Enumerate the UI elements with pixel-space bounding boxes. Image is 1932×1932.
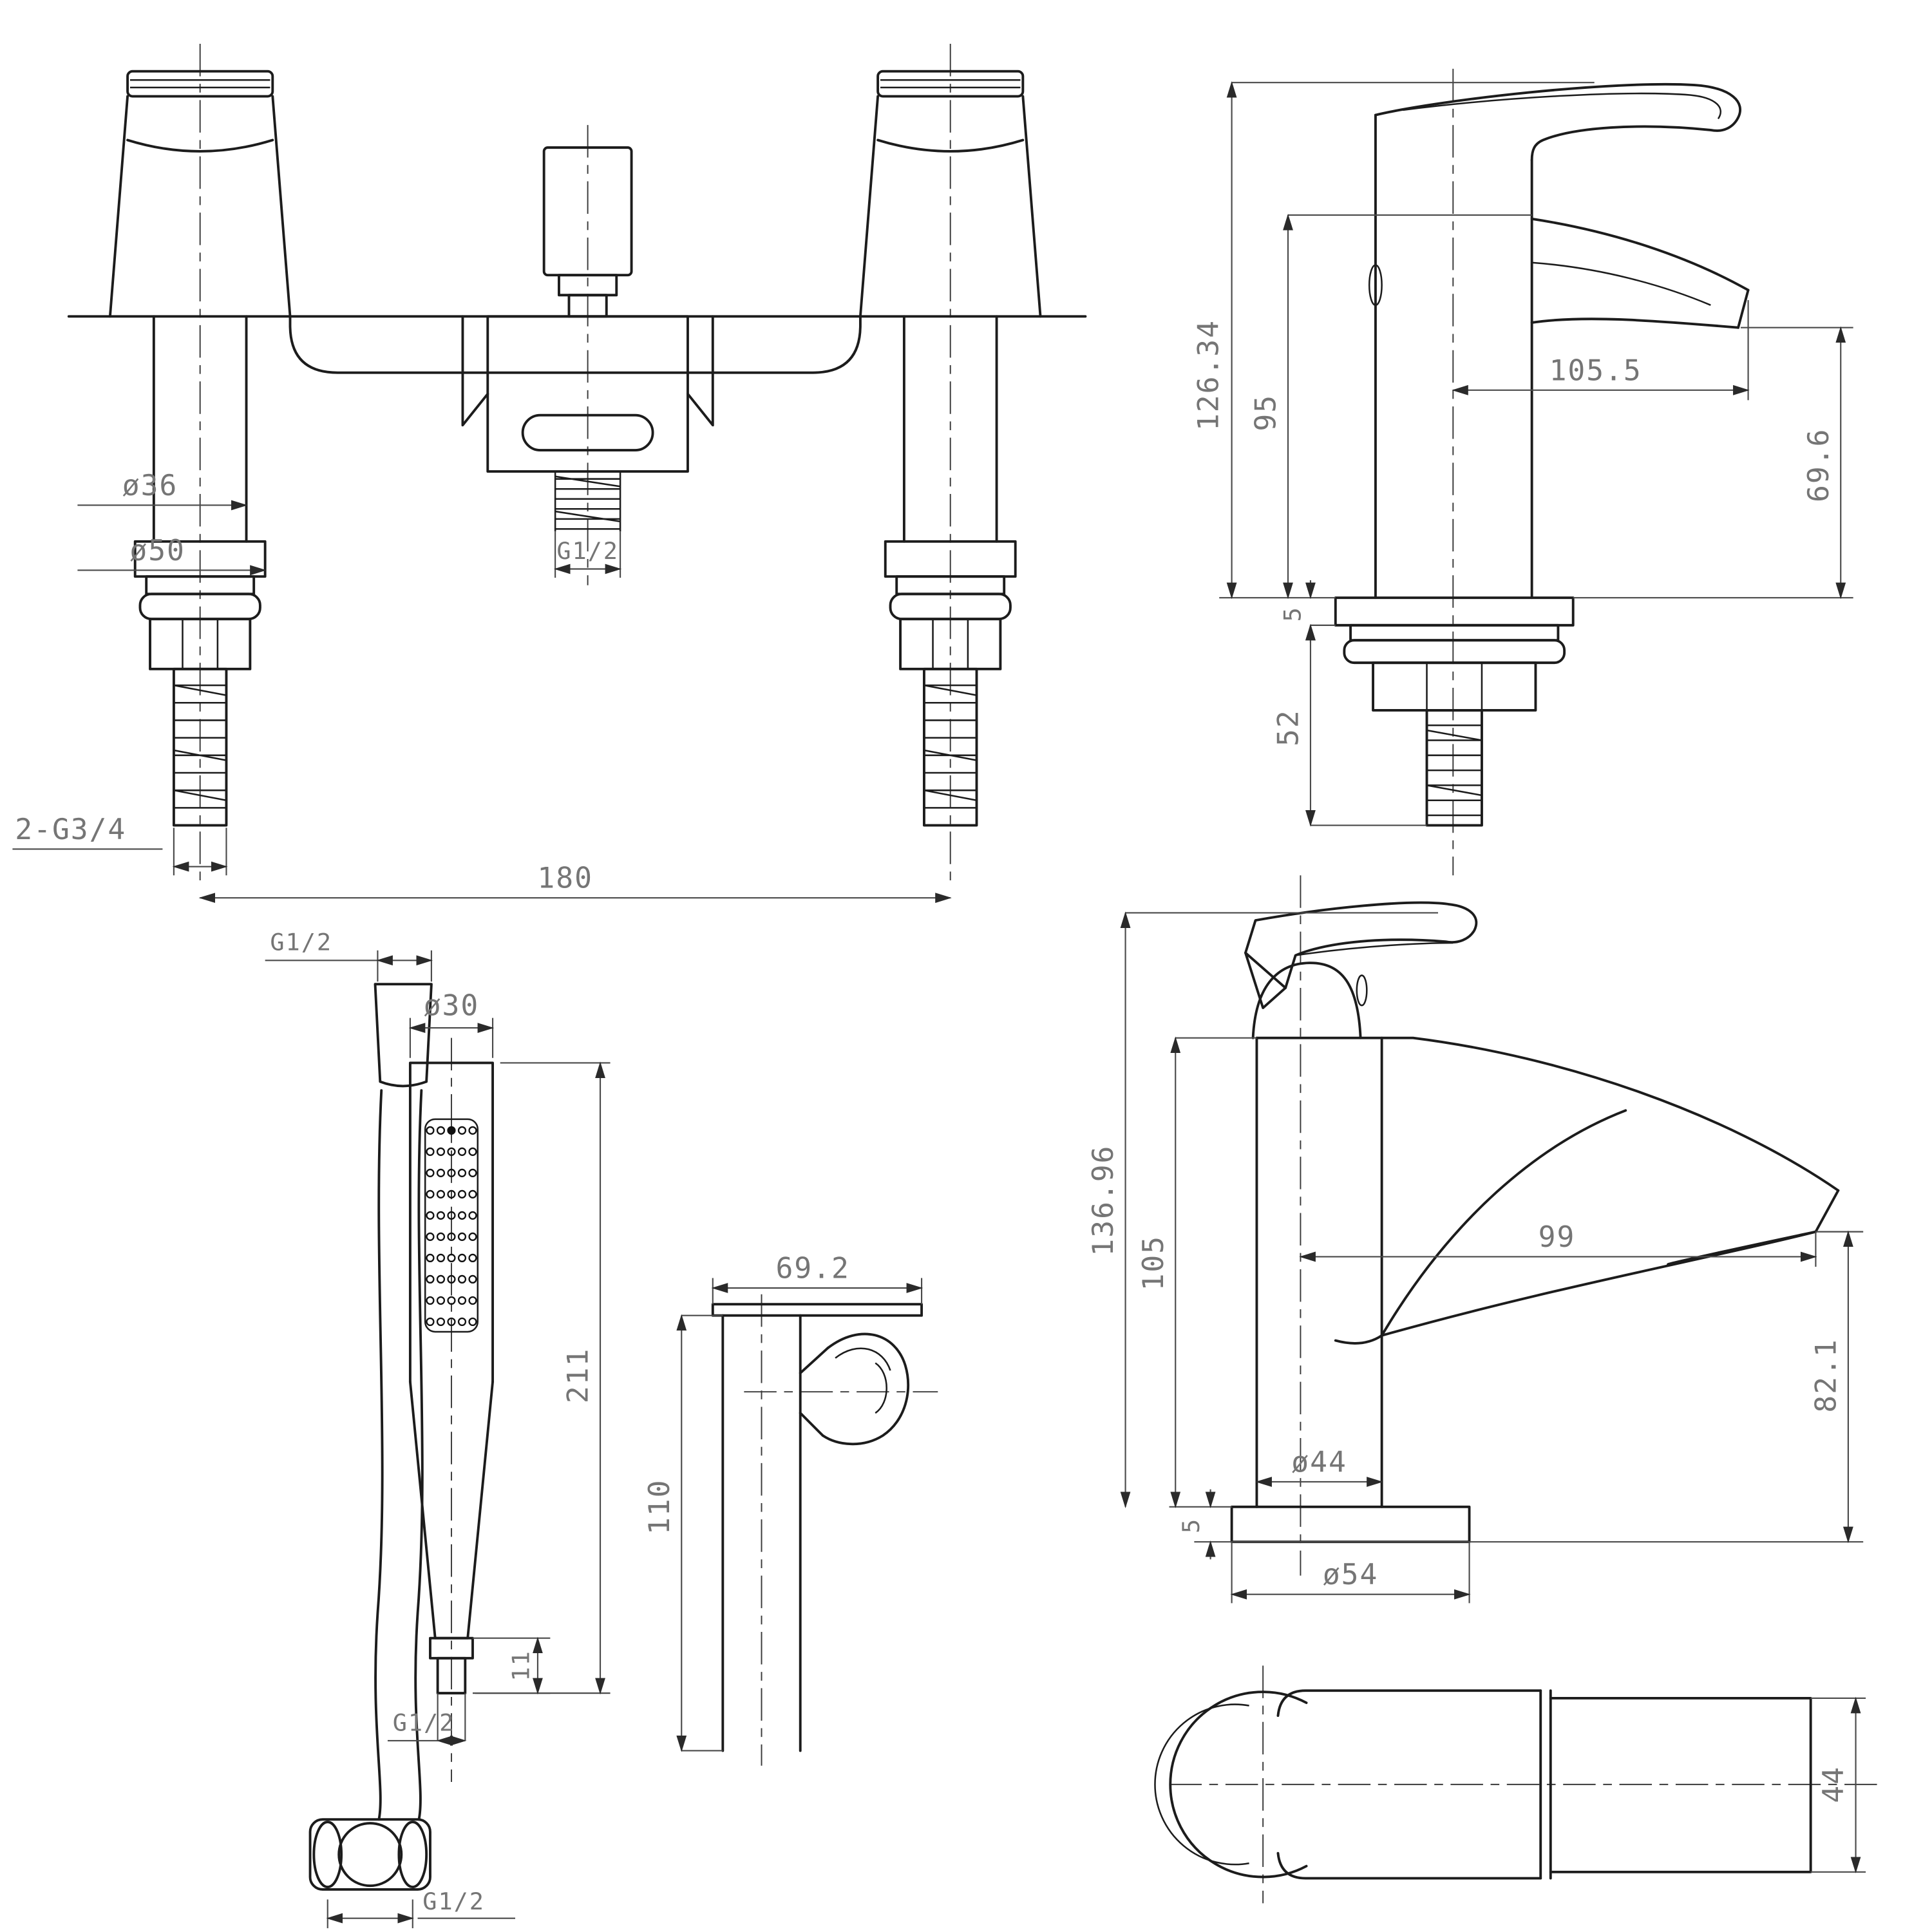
dim-inlet-threads: 2-G3/4 [15, 813, 126, 846]
dim-tap-centres: 180 [537, 862, 592, 895]
hose-end-fitting [308, 1818, 431, 1891]
dim-body-width: 44 [1817, 1766, 1850, 1803]
spray-dots [426, 1126, 477, 1327]
dim-handset: ø30 211 11 G1/2 [387, 989, 611, 1746]
dim-base-thickness: 5 [1177, 1518, 1205, 1533]
lever-handle [1374, 82, 1742, 162]
handle-circle-inner [1154, 1703, 1249, 1866]
dim-head-diameter: ø30 [424, 989, 479, 1023]
spout [1530, 217, 1750, 329]
wall-bracket [711, 1294, 938, 1766]
tail-threads [1426, 724, 1482, 817]
dim-bracket: 69.2 110 [643, 1251, 923, 1752]
view-bath-shower-mixer-front: G1/2 ø36 ø50 2-G3/4 [12, 43, 1087, 904]
spray-plate [424, 1118, 479, 1333]
handset-outlet [436, 1656, 467, 1695]
dim-hose-bottom: G1/2 [326, 1888, 515, 1929]
shower-handset [408, 1037, 494, 1782]
side-screw [1368, 264, 1383, 307]
dim-spout-reach: 99 [1539, 1220, 1576, 1254]
dim-spout-height: 95 [1249, 394, 1283, 431]
dimensions-basin: 136.96 105 99 82.1 ø44 5 ø54 [1086, 911, 1864, 1604]
centerlines [1169, 1665, 1882, 1904]
dim-spout-clearance: 69.6 [1802, 428, 1835, 502]
dim-flange-diameter: ø50 [129, 534, 185, 567]
base-assembly [1334, 596, 1575, 827]
bridge-arch [289, 315, 862, 374]
dim-spout-reach: 105.5 [1549, 354, 1642, 387]
dim-hose-top-thread: G1/2 [270, 929, 332, 956]
outlet-threads [554, 471, 621, 532]
pillar-valve [108, 70, 292, 318]
dim-body-diameter: ø44 [1291, 1445, 1347, 1479]
body-plan [1276, 1689, 1812, 1880]
dim-bracket-width: 69.2 [775, 1251, 849, 1285]
dim-outlet-length: 11 [507, 1650, 535, 1681]
dim-bracket-height: 110 [643, 1479, 676, 1535]
dim-overall-height: 136.96 [1086, 1145, 1120, 1256]
view-basin-mixer-side: 136.96 105 99 82.1 ø44 5 ø54 [1086, 875, 1864, 1604]
dim-hose-end-thread: G1/2 [422, 1888, 485, 1915]
dim-tail-length: 52 [1272, 709, 1305, 746]
base [1169, 1505, 1864, 1544]
dim-outlet-thread: G1/2 [556, 537, 619, 565]
handle [1244, 901, 1478, 1039]
dim-spout-clearance: 82.1 [1809, 1338, 1842, 1412]
dim-pillar-diameter: ø36 [122, 469, 178, 502]
dim-base-diameter: ø54 [1323, 1558, 1378, 1591]
handle-circle-outer [1169, 1690, 1308, 1879]
bracket-cup [821, 1332, 910, 1446]
dim-handset-thread: G1/2 [393, 1709, 455, 1736]
view-bath-filler-side: 126.34 95 105.5 69.6 5 52 [1191, 68, 1853, 876]
dimensions-side: 126.34 95 105.5 69.6 5 52 [1191, 81, 1853, 827]
dim-overall-height: 126.34 [1191, 319, 1225, 431]
dim-deck-thickness: 5 [1278, 606, 1306, 621]
spout-plan [1549, 1696, 1812, 1873]
handle-dome [1251, 961, 1362, 1039]
dim-hose-top: G1/2 [265, 929, 433, 982]
pillar-base [133, 315, 267, 827]
dim-body-height: 105 [1137, 1235, 1170, 1291]
dim-handset-length: 211 [562, 1348, 595, 1403]
diverter-assembly: G1/2 [461, 146, 714, 578]
dimensions-front: ø36 ø50 2-G3/4 180 [12, 469, 952, 904]
tail-threads [173, 684, 227, 809]
body-and-handle [1368, 82, 1742, 600]
centerlines [199, 43, 951, 882]
dim-plan: 44 [1810, 1696, 1866, 1873]
body-and-spout [1255, 1036, 1840, 1508]
view-handset-hose-bracket: G1/2 G1/2 ø30 211 [265, 929, 938, 1929]
hose-cone-nut [374, 983, 433, 1088]
shower-hose [308, 983, 433, 1891]
spout-slot [521, 413, 654, 451]
view-basin-mixer-plan: 44 [1154, 1665, 1882, 1904]
